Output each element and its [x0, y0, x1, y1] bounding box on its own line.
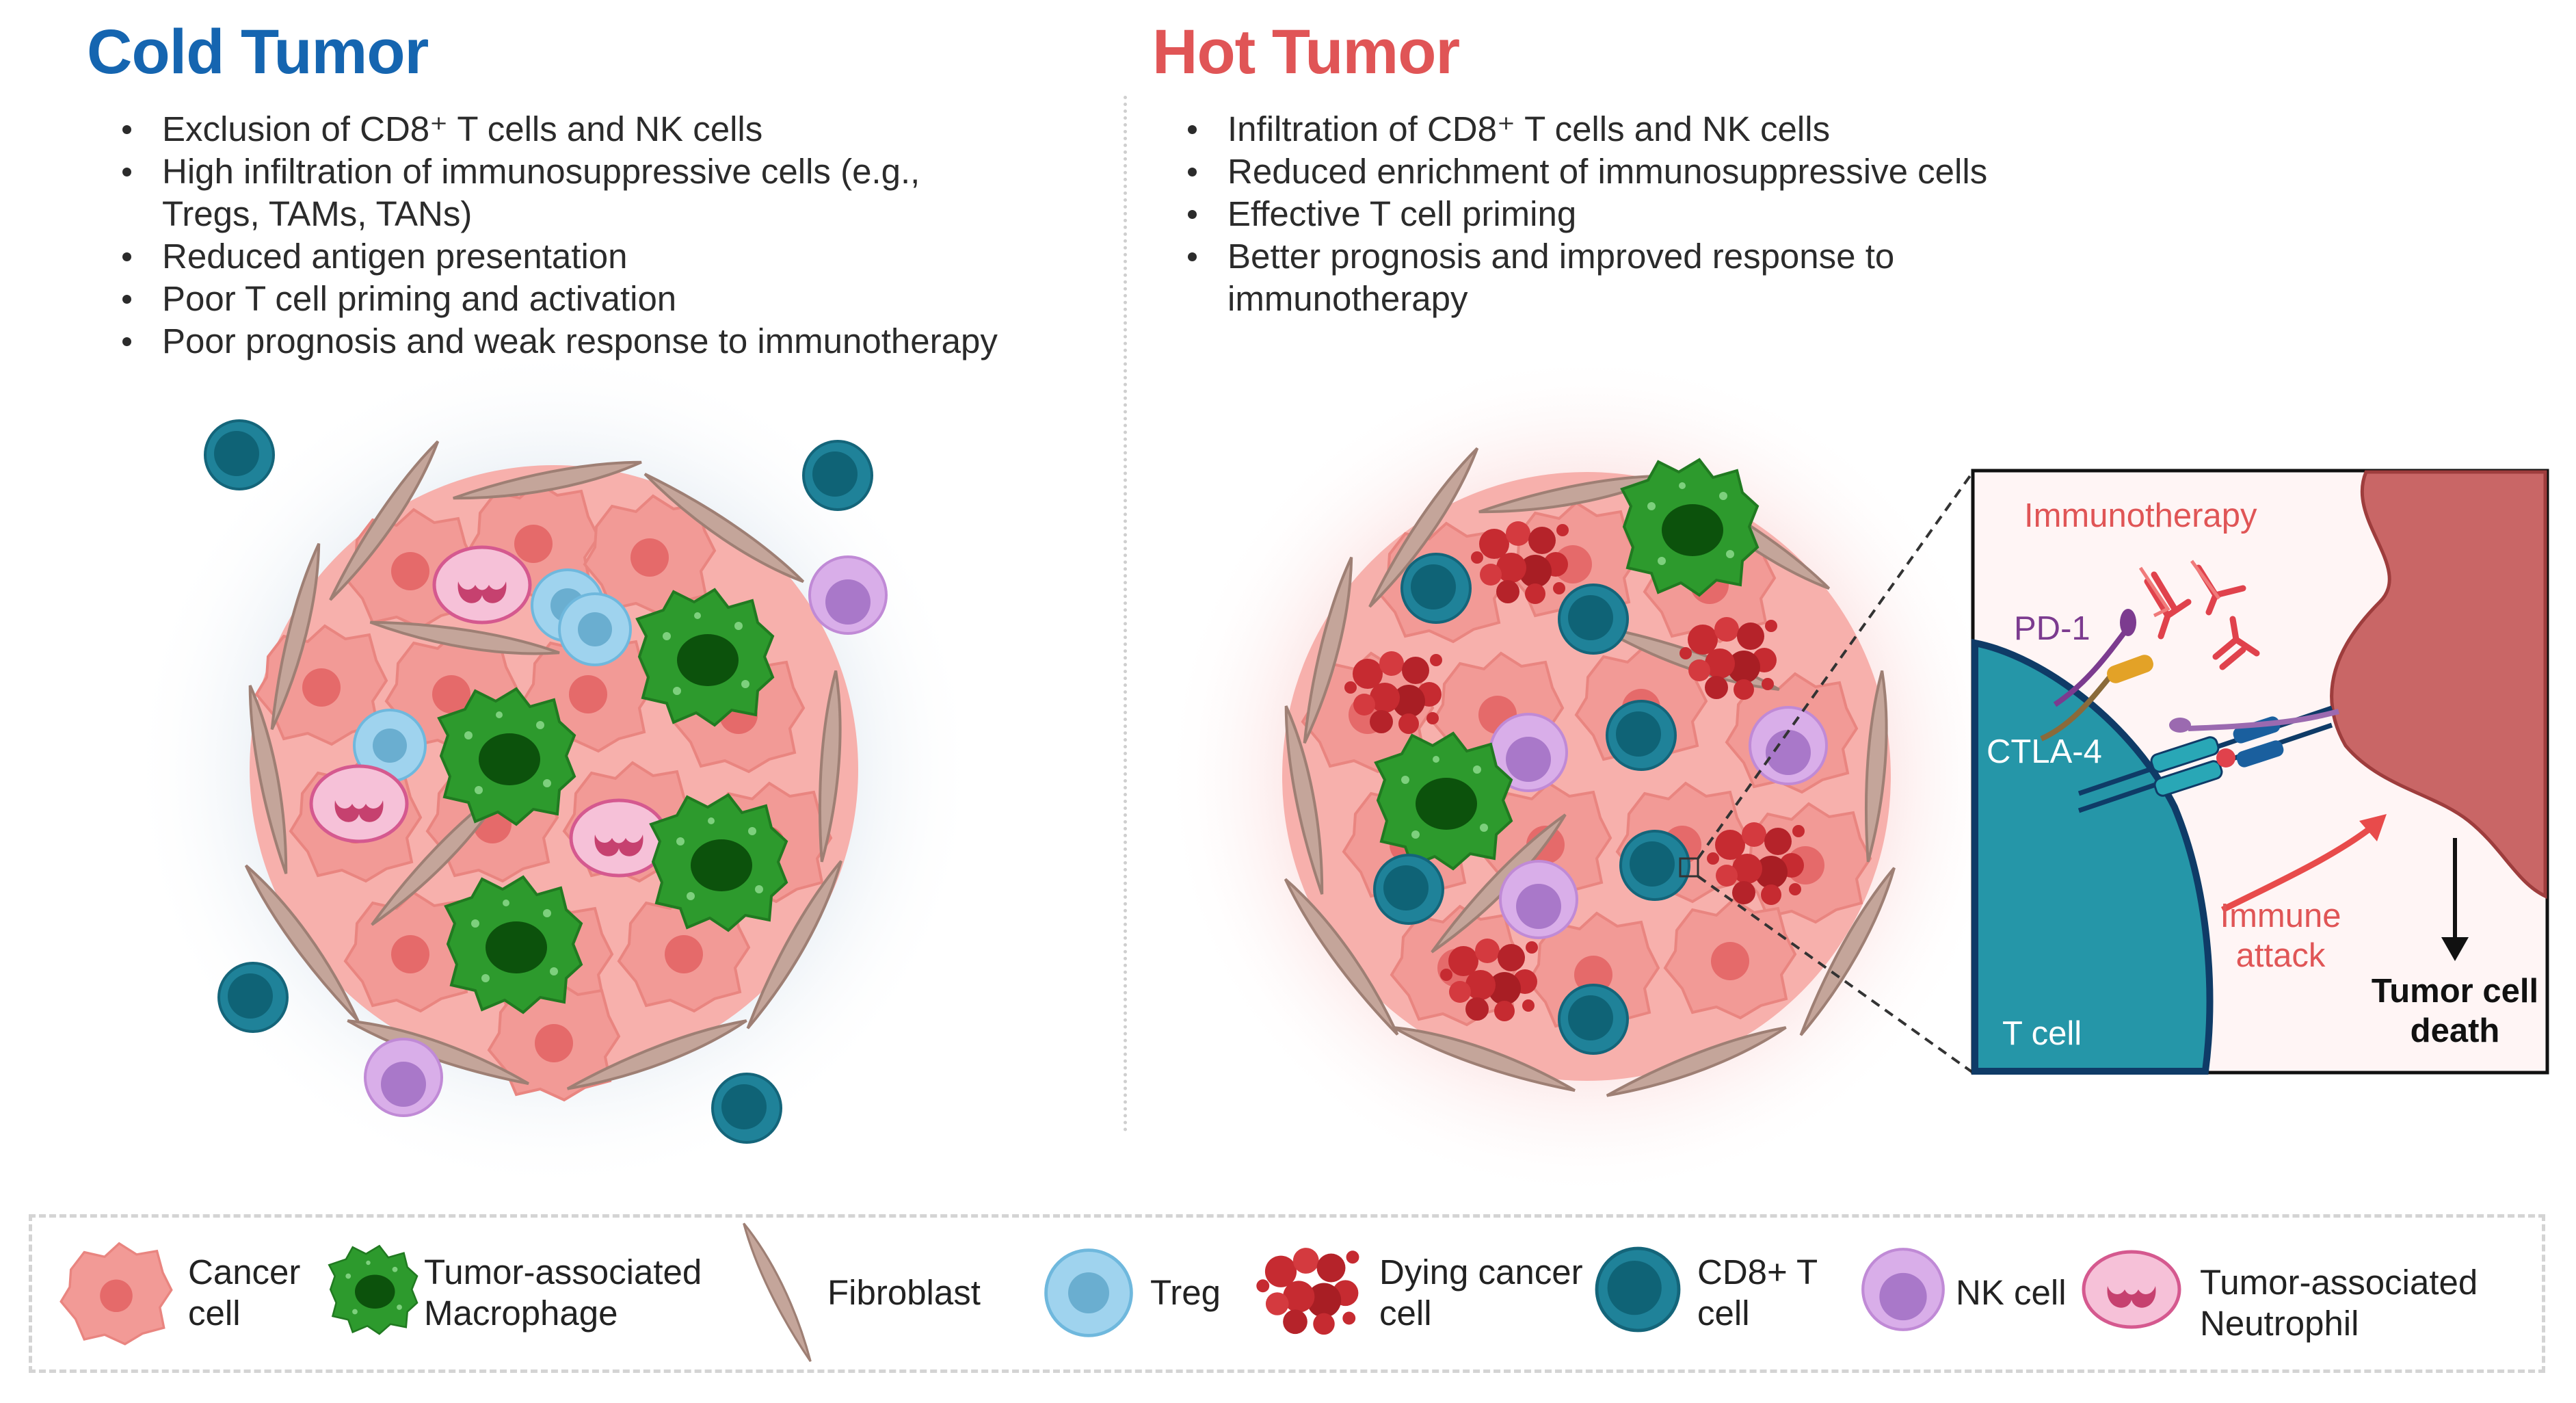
cold-tumor-bullets: Exclusion of CD8⁺ T cells and NK cells H… — [87, 108, 1092, 363]
cold-bullet: Poor T cell priming and activation — [87, 278, 1092, 320]
ctla4-label: CTLA-4 — [1987, 733, 2102, 770]
legend-cd8: CD8+ T cell — [1697, 1253, 1818, 1333]
hot-tumor-title: Hot Tumor — [1152, 17, 1460, 87]
legend-cancer-cell: Cancer cell — [188, 1253, 301, 1333]
legend-dying: Dying cancer cell — [1379, 1253, 1583, 1333]
panel-divider — [1124, 96, 1127, 1132]
legend — [29, 1214, 2545, 1373]
legend-treg: Treg — [1150, 1273, 1221, 1312]
hot-bullet: Effective T cell priming — [1152, 193, 2055, 235]
cold-tumor-illustration — [130, 345, 978, 1194]
hot-bullet: Infiltration of CD8⁺ T cells and NK cell… — [1152, 108, 2055, 150]
cold-bullet: Exclusion of CD8⁺ T cells and NK cells — [87, 108, 1092, 150]
hot-bullet: Reduced enrichment of immunosuppressive … — [1152, 150, 2055, 193]
hot-tumor-bullets: Infiltration of CD8⁺ T cells and NK cell… — [1152, 108, 2055, 320]
legend-tan: Tumor-associated Neutrophil — [2200, 1263, 2478, 1343]
pd1-label: PD-1 — [2014, 610, 2090, 647]
tumor-cell-death-label: Tumor cell death — [2371, 973, 2539, 1049]
legend-tam: Tumor-associated Macrophage — [424, 1253, 702, 1333]
hot-tumor-illustration — [1163, 352, 2010, 1201]
immunotherapy-label: Immunotherapy — [2024, 497, 2257, 534]
cold-bullet: Reduced antigen presentation — [87, 235, 1092, 278]
legend-fibroblast: Fibroblast — [827, 1273, 981, 1312]
hot-bullet: Better prognosis and improved response t… — [1152, 235, 1966, 320]
cold-bullet: High infiltration of immunosuppressive c… — [87, 150, 948, 235]
immune-attack-label: Immune attack — [2220, 897, 2341, 974]
legend-nk: NK cell — [1956, 1273, 2067, 1312]
tcell-label: T cell — [2002, 1015, 2082, 1052]
cold-tumor-title: Cold Tumor — [87, 17, 429, 87]
immune-synapse-inset — [1971, 469, 2549, 1075]
